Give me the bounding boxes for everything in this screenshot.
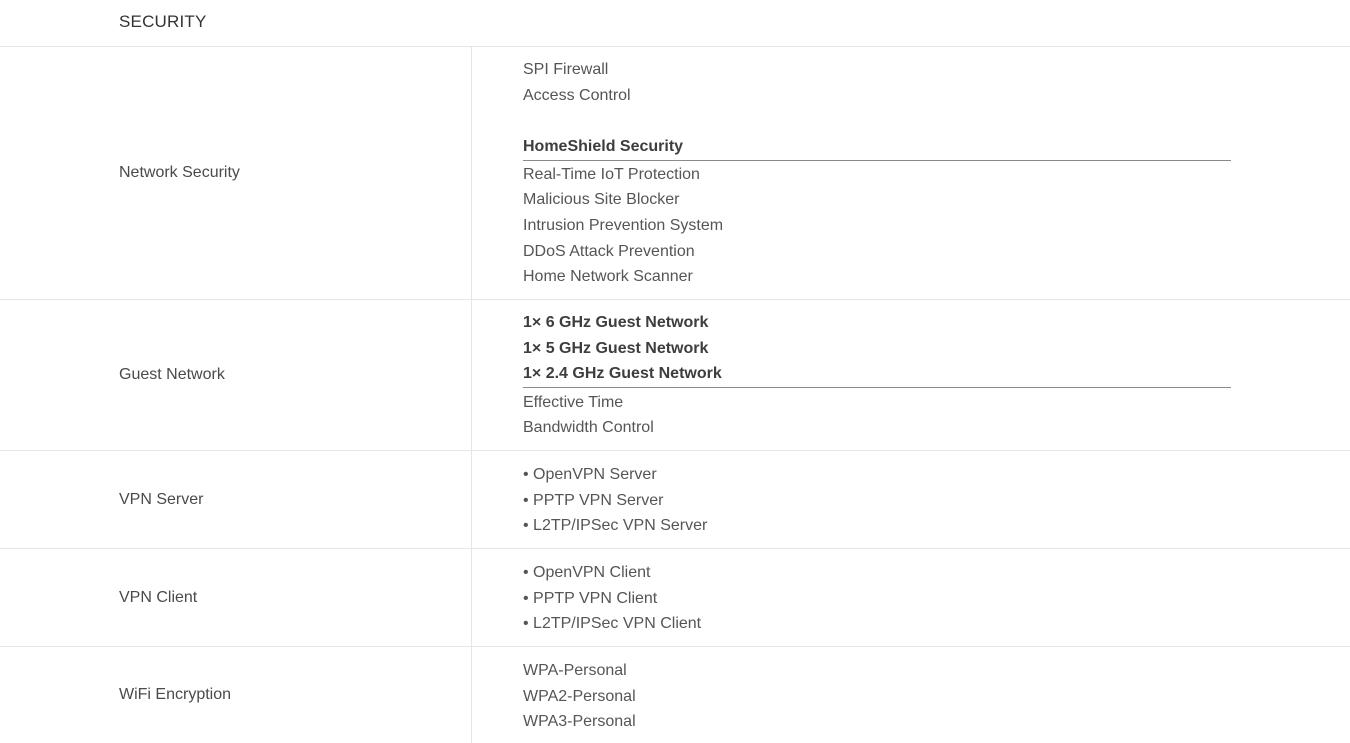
spec-item: Real-Time IoT Protection bbox=[523, 165, 700, 183]
spec-item: SPI Firewall bbox=[523, 61, 609, 78]
spec-row-vpn-client: VPN Client • OpenVPN Client • PPTP VPN C… bbox=[0, 549, 1350, 647]
spec-item: DDoS Attack Prevention bbox=[523, 242, 695, 260]
spec-item: WPA2-Personal bbox=[523, 687, 636, 705]
row-label: Guest Network bbox=[0, 300, 472, 450]
spec-item: • PPTP VPN Client bbox=[523, 589, 658, 607]
spec-item: Home Network Scanner bbox=[523, 268, 693, 286]
row-label: Network Security bbox=[0, 47, 472, 299]
spec-row-network-security: Network Security SPI Firewall Access Con… bbox=[0, 47, 1350, 300]
spec-item: Intrusion Prevention System bbox=[523, 216, 724, 234]
row-values: • OpenVPN Server • PPTP VPN Server • L2T… bbox=[472, 451, 1350, 548]
spec-item: Malicious Site Blocker bbox=[523, 191, 680, 209]
spec-item: • L2TP/IPSec VPN Server bbox=[523, 517, 708, 535]
spec-item: • OpenVPN Client bbox=[523, 564, 651, 581]
row-label: WiFi Encryption bbox=[0, 647, 472, 743]
spec-item: WPA-Personal bbox=[523, 662, 627, 679]
section-header: SECURITY bbox=[0, 0, 1350, 47]
spec-item: • L2TP/IPSec VPN Client bbox=[523, 615, 702, 633]
row-label: VPN Server bbox=[0, 451, 472, 548]
spec-row-wifi-encryption: WiFi Encryption WPA-Personal WPA2-Person… bbox=[0, 647, 1350, 743]
row-values: 1× 6 GHz Guest Network 1× 5 GHz Guest Ne… bbox=[472, 300, 1350, 450]
spec-item: Access Control bbox=[523, 86, 631, 104]
spacer bbox=[523, 108, 1350, 134]
spec-item: Bandwidth Control bbox=[523, 419, 654, 437]
spec-item: Effective Time bbox=[523, 393, 624, 411]
spec-row-vpn-server: VPN Server • OpenVPN Server • PPTP VPN S… bbox=[0, 451, 1350, 549]
spec-item: • PPTP VPN Server bbox=[523, 491, 664, 509]
row-values: WPA-Personal WPA2-Personal WPA3-Personal bbox=[472, 647, 1350, 743]
spec-heading: HomeShield Security bbox=[523, 134, 1231, 161]
spec-heading: 1× 2.4 GHz Guest Network bbox=[523, 361, 1231, 388]
spec-heading: 1× 6 GHz Guest Network bbox=[523, 314, 709, 331]
spec-item: • OpenVPN Server bbox=[523, 466, 657, 483]
spec-item: WPA3-Personal bbox=[523, 713, 636, 731]
spec-row-guest-network: Guest Network 1× 6 GHz Guest Network 1× … bbox=[0, 300, 1350, 451]
row-values: • OpenVPN Client • PPTP VPN Client • L2T… bbox=[472, 549, 1350, 646]
row-values: SPI Firewall Access Control HomeShield S… bbox=[472, 47, 1350, 299]
row-label: VPN Client bbox=[0, 549, 472, 646]
spec-heading: 1× 5 GHz Guest Network bbox=[523, 339, 709, 357]
section-title: SECURITY bbox=[119, 12, 207, 31]
